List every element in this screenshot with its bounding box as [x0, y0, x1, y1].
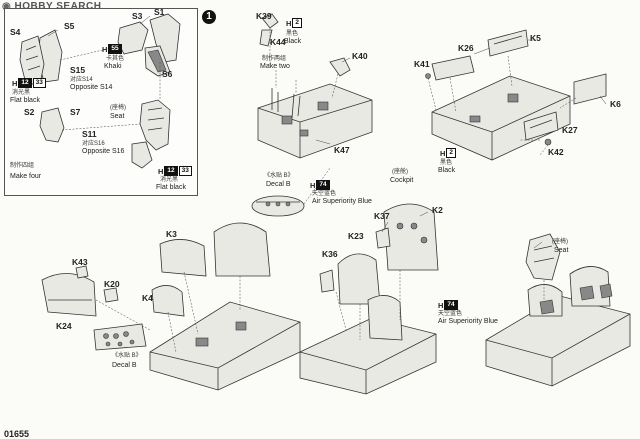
black-right-en: Black [438, 167, 456, 174]
part-label-k6: K6 [610, 99, 621, 109]
black-top-cn: 黑色 [286, 31, 299, 37]
part-label-k4: K4 [142, 293, 153, 303]
part-label-k2: K2 [432, 205, 443, 215]
s15-note-cn: 对应S14 [70, 77, 93, 83]
part-label-k27: K27 [562, 125, 578, 135]
make-two-en: Make two [260, 63, 290, 70]
decal-b2-cn: 《水贴 B》 [112, 353, 142, 359]
part-label-k44: K44 [270, 37, 286, 47]
seat2-en: Seat [554, 247, 569, 254]
hobby-search-logo: ◉ HOBBY SEARCH [2, 1, 101, 12]
part-label-k47: K47 [334, 145, 350, 155]
s15-note-en: Opposite S14 [70, 84, 113, 91]
air-sup2-cn: 天空蓝色 [438, 311, 463, 317]
cockpit-floor-top [251, 13, 373, 217]
step-1-badge: 1 [202, 10, 216, 24]
part-label-s11: S11 [82, 129, 97, 139]
part-label-k5: K5 [530, 33, 541, 43]
seat-cn: (座椅) [110, 105, 126, 111]
logo-icon: ◉ [2, 1, 12, 12]
cockpit-top-right [425, 29, 607, 161]
part-label-k3: K3 [166, 229, 177, 239]
flat-black-bottom-cn: 消光黑 [160, 177, 179, 183]
seat-en: Seat [110, 113, 125, 120]
part-label-s15: S15 [70, 65, 86, 75]
part-label-s1: S1 [154, 7, 165, 17]
fuselage-bottom-right [485, 233, 631, 387]
part-label-k23: K23 [348, 231, 364, 241]
make-four-cn: 制作四组 [10, 163, 35, 169]
part-label-s6: S6 [162, 69, 173, 79]
make-four-en: Make four [10, 173, 42, 180]
s16-note-en: Opposite S16 [82, 148, 125, 155]
flat-black-bottom-en: Flat black [156, 184, 186, 191]
footer-code: 01655 [4, 429, 30, 439]
part-label-s7: S7 [70, 107, 81, 117]
flat-black-en: Flat black [10, 97, 40, 104]
part-label-k43: K43 [72, 257, 88, 267]
part-label-k20: K20 [104, 279, 120, 289]
leader-lines [47, 15, 607, 249]
inset-seat-parts [19, 13, 181, 169]
black-right-cn: 黑色 [440, 160, 453, 166]
part-label-k39: K39 [256, 11, 272, 21]
part-label-s5: S5 [64, 21, 75, 31]
part-label-k26: K26 [458, 43, 474, 53]
part-label-s2: S2 [24, 107, 35, 117]
fuselage-bottom-middle [299, 203, 439, 395]
part-label-k42: K42 [548, 147, 564, 157]
air-sup-cn: 天空蓝色 [312, 191, 337, 197]
flat-black-cn: 消光黑 [12, 90, 31, 96]
seat2-cn: (座椅) [552, 239, 568, 245]
part-label-k41: K41 [414, 59, 430, 69]
part-label-k40: K40 [352, 51, 368, 61]
cockpit-cn: (座舱) [392, 169, 408, 175]
fuselage-bottom-left [41, 222, 301, 391]
decal-b2-en: Decal B [112, 362, 137, 369]
make-two-cn: 制作两组 [262, 56, 287, 62]
part-label-k36: K36 [322, 249, 338, 259]
air-sup2-en: Air Superiority Blue [438, 318, 498, 325]
part-label-s4: S4 [10, 27, 21, 37]
part-label-k24: K24 [56, 321, 72, 331]
part-label-k37: K37 [374, 211, 390, 221]
black-top-en: Black [284, 38, 302, 45]
khaki-cn: 卡其色 [106, 56, 125, 62]
s16-note-cn: 对应S16 [82, 141, 105, 147]
decal-b-cn: 《水贴 B》 [264, 173, 294, 179]
logo-text: HOBBY SEARCH [14, 1, 102, 12]
air-sup-en: Air Superiority Blue [312, 198, 372, 205]
part-label-s3: S3 [132, 11, 143, 21]
decal-b-en: Decal B [266, 181, 291, 188]
khaki-en: Khaki [104, 63, 122, 70]
cockpit-en: Cockpit [390, 177, 414, 184]
